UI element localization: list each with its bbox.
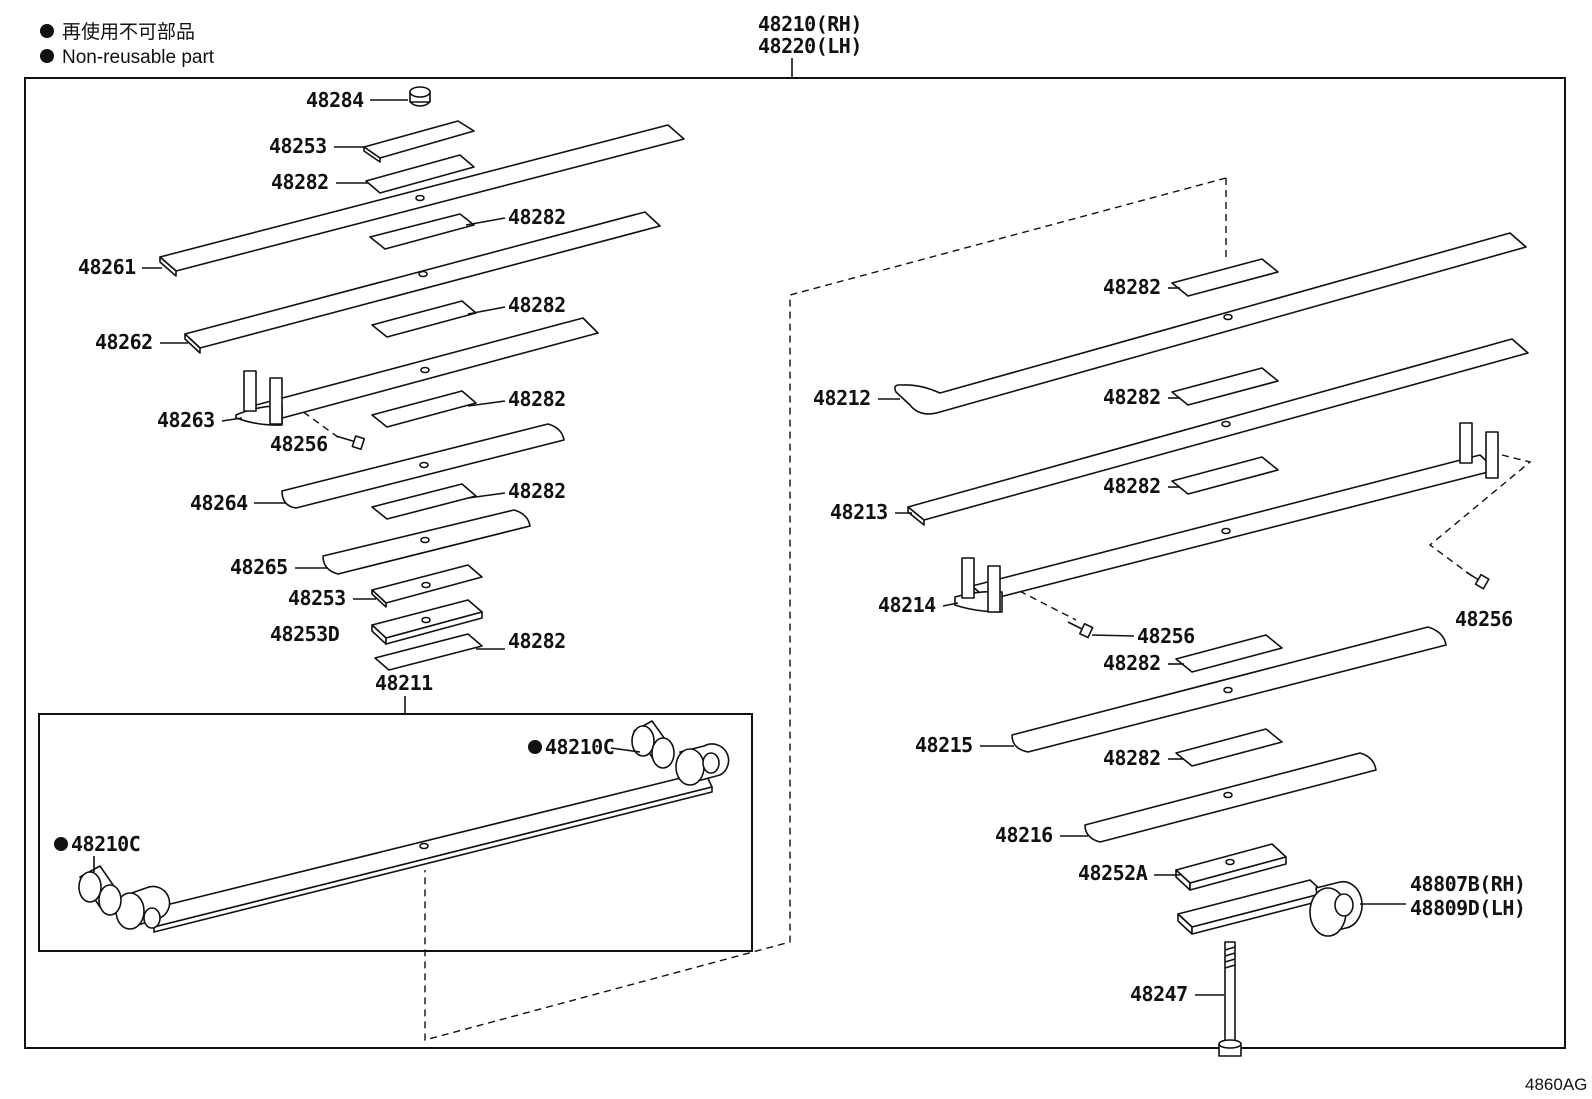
assembly-lh-label: 48220(LH) <box>758 34 862 58</box>
label-48809d: 48809D(LH) <box>1410 896 1525 920</box>
part-48256-bolt <box>1067 621 1094 639</box>
part-48282-pad <box>1175 634 1283 673</box>
label-48211: 48211 <box>375 671 433 695</box>
figure-code: 4860AG <box>1525 1075 1587 1094</box>
part-48247-center-bolt <box>1218 941 1242 1057</box>
label-48282: 48282 <box>508 205 566 229</box>
label-48282: 48282 <box>271 170 329 194</box>
label-48282: 48282 <box>508 629 566 653</box>
part-48213-leaf <box>907 338 1529 526</box>
sub-assembly-48211-box: 48210C 48210C <box>38 713 753 952</box>
part-48807b-spring-seat <box>1177 879 1363 937</box>
leaf-eye-left <box>115 885 171 930</box>
legend-japanese: 再使用不可部品 <box>62 21 195 43</box>
non-reusable-bullet-icon <box>54 837 68 851</box>
part-48282-pad <box>371 300 477 338</box>
label-48807b: 48807B(RH) <box>1410 872 1525 896</box>
part-48282-pad <box>371 390 477 428</box>
bushing-48210c-right <box>631 720 675 769</box>
label-48264: 48264 <box>190 491 248 515</box>
label-48282: 48282 <box>1103 385 1161 409</box>
label-48256: 48256 <box>270 432 328 456</box>
label-48256: 48256 <box>1455 607 1513 631</box>
label-48261: 48261 <box>78 255 136 279</box>
label-48253: 48253 <box>269 134 327 158</box>
legend: 再使用不可部品 Non-reusable part <box>40 21 215 68</box>
label-48210c: 48210C <box>545 735 614 759</box>
label-48282: 48282 <box>1103 474 1161 498</box>
label-48253d: 48253D <box>270 622 340 646</box>
part-48282-pad <box>374 633 483 671</box>
label-48213: 48213 <box>830 500 888 524</box>
label-48265: 48265 <box>230 555 288 579</box>
part-48215-leaf <box>1011 626 1447 753</box>
label-48214: 48214 <box>878 593 936 617</box>
label-48282: 48282 <box>1103 651 1161 675</box>
label-48282: 48282 <box>508 387 566 411</box>
label-48282: 48282 <box>1103 746 1161 770</box>
label-48216: 48216 <box>995 823 1053 847</box>
part-48282-pad <box>365 154 475 194</box>
part-48263-leaf-with-clip <box>235 317 599 426</box>
label-48284: 48284 <box>306 88 364 112</box>
label-48212: 48212 <box>813 386 871 410</box>
part-48256-bolt <box>335 435 366 451</box>
assembly-header: 48210(RH) 48220(LH) <box>758 12 862 78</box>
label-48215: 48215 <box>915 733 973 757</box>
label-48262: 48262 <box>95 330 153 354</box>
right-stack-parts <box>894 232 1529 1057</box>
label-48282: 48282 <box>508 479 566 503</box>
part-48282-pad <box>371 483 477 520</box>
label-48256: 48256 <box>1137 624 1195 648</box>
part-48284-nut <box>409 86 431 107</box>
part-48282-pad <box>1171 367 1279 406</box>
leaf-eye-right <box>675 743 730 786</box>
label-48282: 48282 <box>1103 275 1161 299</box>
main-frame <box>24 77 1566 1049</box>
left-labels: 48284 48253 48282 48282 48261 48282 4826… <box>78 88 566 714</box>
label-48282: 48282 <box>508 293 566 317</box>
bushing-48210c-left <box>78 865 122 916</box>
right-labels: 48282 48212 48282 48282 48213 48214 4825… <box>813 275 1526 1006</box>
assembly-rh-label: 48210(RH) <box>758 12 862 36</box>
part-48253-plate <box>371 564 483 608</box>
part-48252a-plate <box>1175 843 1287 891</box>
label-48247: 48247 <box>1130 982 1188 1006</box>
label-48253: 48253 <box>288 586 346 610</box>
part-48282-pad <box>369 213 475 250</box>
part-48282-pad <box>1171 456 1279 495</box>
label-48210c: 48210C <box>71 832 140 856</box>
part-48214-leaf-with-clips <box>954 422 1499 613</box>
part-48265-leaf <box>322 509 531 575</box>
part-48212-leaf <box>894 232 1527 415</box>
legend-english: Non-reusable part <box>62 47 215 68</box>
part-48256-bolt <box>1465 571 1490 590</box>
part-48262-leaf <box>184 211 661 354</box>
part-48282-pad <box>1175 728 1283 767</box>
label-48252a: 48252A <box>1078 861 1148 885</box>
part-48216-leaf <box>1084 752 1377 843</box>
part-48264-leaf <box>281 423 565 509</box>
part-48261-leaf <box>159 124 685 277</box>
non-reusable-bullet-icon <box>40 49 54 63</box>
label-48263: 48263 <box>157 408 215 432</box>
part-48253d-plate <box>371 599 483 645</box>
part-48253-plate <box>363 120 475 163</box>
left-stack-parts <box>159 86 685 671</box>
non-reusable-bullet-icon <box>40 24 54 38</box>
part-48282-pad <box>1171 258 1279 297</box>
non-reusable-bullet-icon <box>528 740 542 754</box>
